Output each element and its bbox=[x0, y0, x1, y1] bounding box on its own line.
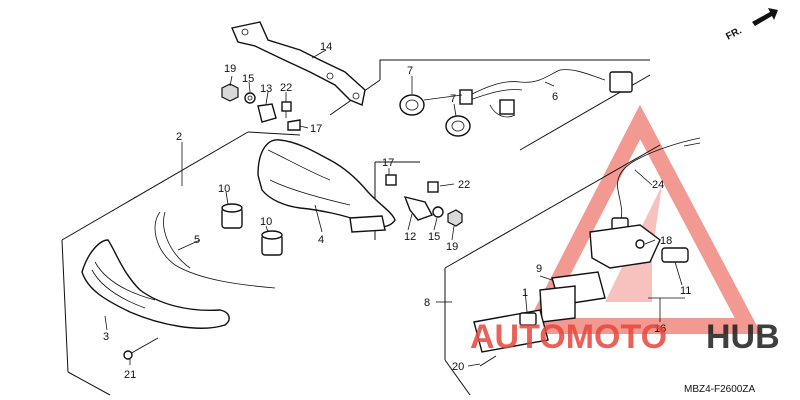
callout-4: 4 bbox=[318, 234, 324, 246]
callout-9: 9 bbox=[536, 263, 542, 275]
watermark-part1: AUTOMOTO bbox=[470, 318, 667, 356]
callout-22a: 22 bbox=[280, 82, 292, 94]
fasteners-middle bbox=[385, 174, 463, 227]
callout-22b: 22 bbox=[458, 179, 470, 191]
part-21-screw bbox=[123, 337, 159, 360]
callouts: 1 2 3 4 5 6 7 7 8 9 10 10 11 12 13 14 15… bbox=[103, 41, 691, 381]
part-6-harness bbox=[459, 69, 633, 118]
callout-20: 20 bbox=[452, 361, 464, 373]
callout-1: 1 bbox=[522, 287, 528, 299]
callout-19a: 19 bbox=[224, 63, 236, 75]
part-4-housing bbox=[257, 139, 396, 233]
callout-21: 21 bbox=[124, 369, 136, 381]
callout-18: 18 bbox=[660, 235, 672, 247]
direction-label: FR. bbox=[724, 25, 744, 42]
part-license-light bbox=[473, 224, 689, 367]
callout-6: 6 bbox=[552, 91, 558, 103]
part-14-stay bbox=[231, 21, 366, 106]
callout-11: 11 bbox=[680, 285, 691, 297]
direction-marker: FR. bbox=[724, 8, 778, 43]
callout-10a: 10 bbox=[218, 183, 230, 195]
callout-15b: 15 bbox=[428, 231, 440, 243]
fasteners-upper bbox=[221, 83, 301, 131]
callout-24: 24 bbox=[652, 179, 664, 191]
leader-lines bbox=[104, 49, 685, 367]
callout-17a: 17 bbox=[310, 123, 322, 135]
callout-3: 3 bbox=[103, 331, 109, 343]
callout-15a: 15 bbox=[242, 73, 254, 85]
arrow-forward-icon bbox=[752, 8, 778, 26]
callout-7a: 7 bbox=[407, 65, 413, 77]
part-10-bulbs bbox=[221, 203, 283, 256]
part-3-lens bbox=[81, 239, 230, 329]
callout-12: 12 bbox=[404, 231, 416, 243]
watermark-text: AUTOMOTO HUB bbox=[470, 318, 780, 356]
callout-16: 16 bbox=[654, 323, 666, 335]
part-5-seal bbox=[154, 211, 276, 289]
callout-2: 2 bbox=[176, 131, 182, 143]
part-7-sockets bbox=[399, 94, 471, 137]
callout-7b: 7 bbox=[450, 93, 456, 105]
callout-14: 14 bbox=[320, 41, 332, 53]
callout-5: 5 bbox=[194, 234, 200, 246]
callout-10b: 10 bbox=[260, 216, 272, 228]
callout-19b: 19 bbox=[446, 241, 458, 253]
callout-13: 13 bbox=[260, 83, 272, 95]
callout-17b: 17 bbox=[382, 157, 394, 169]
watermark-part2: HUB bbox=[706, 318, 780, 356]
callout-8: 8 bbox=[424, 297, 430, 309]
drawing-code: MBZ4-F2600ZA bbox=[684, 384, 755, 395]
